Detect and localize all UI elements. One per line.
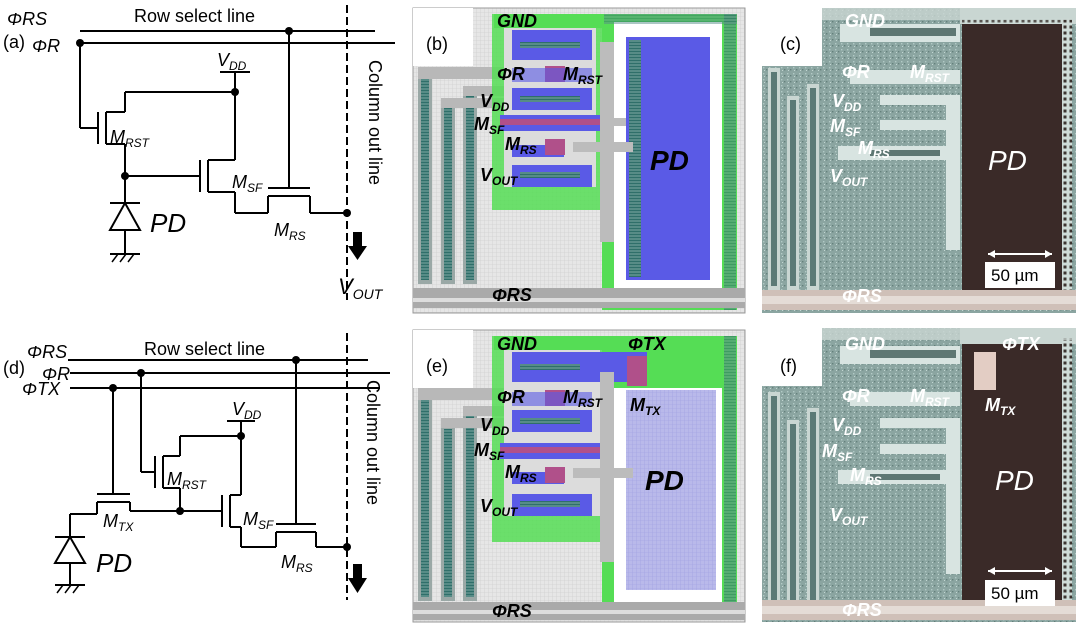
vout-a: VOUT (338, 274, 384, 302)
vout-f: VOUT (830, 505, 869, 528)
m-rst-c: MRST (910, 62, 951, 85)
m-tx-d: MTX (103, 511, 134, 534)
phi-rs-f: ΦRS (842, 600, 882, 620)
panel-c-photo (762, 8, 1076, 313)
panel-tag-f: (f) (780, 356, 797, 376)
panel-b-labels: (b) GND ΦR MRST VDD MSF MRS VOUT PD ΦRS (426, 11, 689, 305)
phi-r-b: ΦR (497, 64, 525, 84)
pd-f: PD (995, 465, 1034, 496)
panel-a-labels: (a) ΦRS ΦR Row select line VDD MRST MSF … (3, 6, 385, 302)
vdd-b: VDD (480, 91, 510, 114)
phi-rs-a: ΦRS (7, 9, 47, 29)
panel-d-labels: (d) ΦRS ΦR ΦTX Row select line VDD MRST … (3, 339, 383, 578)
panel-tag-e: (e) (426, 356, 448, 376)
phi-r-c: ΦR (842, 62, 870, 82)
vdd-d: VDD (232, 399, 262, 422)
m-rs-e: MRS (505, 462, 537, 485)
vout-b: VOUT (480, 165, 519, 188)
vdd-e: VDD (480, 415, 510, 438)
m-sf-e: MSF (474, 440, 505, 463)
phi-tx-e: ΦTX (628, 334, 667, 354)
phi-r-f: ΦR (842, 386, 870, 406)
panel-e-labels: (e) GND ΦTX MTX ΦR MRST VDD MSF MRS VOUT… (426, 334, 684, 621)
panel-f-labels: (f) GND ΦTX MTX ΦR MRST VDD MSF MRS VOUT… (780, 334, 1041, 620)
output-arrow-d (348, 564, 367, 593)
scale-bar-f: 50 µm (991, 584, 1039, 603)
panel-tag-a: (a) (3, 32, 25, 52)
panel-tag-d: (d) (3, 358, 25, 378)
phi-r-a: ΦR (32, 36, 60, 56)
m-rst-f: MRST (910, 386, 951, 409)
gnd-e: GND (497, 334, 537, 354)
row-select-a: Row select line (134, 6, 255, 26)
m-sf-d: MSF (243, 509, 274, 532)
phi-rs-e: ΦRS (492, 601, 532, 621)
vout-e: VOUT (480, 496, 519, 519)
panel-d-circuit (53, 333, 390, 600)
m-rs-f: MRS (850, 465, 882, 488)
column-out-a: Column out line (365, 60, 385, 185)
m-sf-b: MSF (474, 114, 505, 137)
output-arrow-a (348, 232, 367, 260)
phi-r-e: ΦR (497, 387, 525, 407)
panel-tag-b: (b) (426, 34, 448, 54)
vout-c: VOUT (830, 166, 869, 189)
vdd-a: VDD (217, 50, 247, 73)
m-rs-b: MRS (505, 134, 537, 157)
panel-a-dots (76, 27, 351, 217)
panel-f-photo (762, 328, 1076, 622)
phi-rs-b: ΦRS (492, 285, 532, 305)
pd-d: PD (96, 548, 132, 578)
panel-c-labels: (c) GND ΦR MRST VDD MSF MRS VOUT PD ΦRS … (780, 11, 1039, 306)
row-select-d: Row select line (144, 339, 265, 359)
gnd-f: GND (845, 334, 885, 354)
phi-tx-d: ΦTX (22, 379, 61, 399)
m-sf-a: MSF (232, 172, 263, 195)
panel-b-layout (412, 7, 746, 314)
panel-a-circuit (79, 5, 395, 300)
column-out-d: Column out line (363, 380, 383, 505)
m-tx-e: MTX (630, 395, 661, 418)
m-rst-d: MRST (167, 469, 208, 492)
phi-rs-c: ΦRS (842, 286, 882, 306)
panel-d-dots (109, 356, 351, 551)
m-sf-c: MSF (830, 116, 861, 139)
pd-a: PD (150, 208, 186, 238)
m-tx-f: MTX (985, 395, 1016, 418)
vdd-c: VDD (832, 91, 862, 114)
pd-e: PD (645, 465, 684, 496)
phi-tx-f: ΦTX (1002, 334, 1041, 354)
phi-r-d: ΦR (42, 364, 70, 384)
m-sf-f: MSF (822, 441, 853, 464)
scale-bar-c: 50 µm (991, 266, 1039, 285)
panel-e-layout (412, 329, 746, 623)
phi-rs-d: ΦRS (27, 342, 67, 362)
panel-tag-c: (c) (780, 34, 801, 54)
m-rs-d: MRS (281, 552, 313, 575)
pd-c: PD (988, 145, 1027, 176)
m-rs-a: MRS (274, 220, 306, 243)
gnd-b: GND (497, 11, 537, 31)
m-rs-c: MRS (858, 138, 890, 161)
m-rst-a: MRST (110, 127, 151, 150)
pd-b: PD (650, 145, 689, 176)
gnd-c: GND (845, 11, 885, 31)
vdd-f: VDD (832, 415, 862, 438)
m-rst-b: MRST (563, 64, 604, 87)
m-rst-e: MRST (563, 387, 604, 410)
